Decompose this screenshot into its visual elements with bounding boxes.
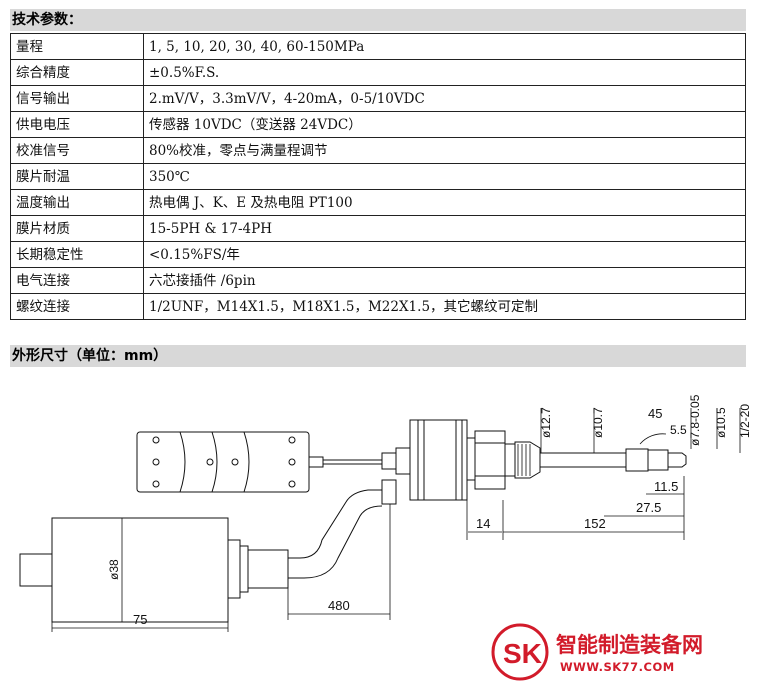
spec-value: 热电偶 J、K、E 及热电阻 PT100 [143,189,746,216]
sensor-housing [409,419,516,501]
dim-5-5: 5.5 [670,423,687,437]
spec-label: 膜片材质 [10,215,144,242]
sensor-stem [514,441,687,479]
dim-dia-7-8: ø7.8-0.05 [688,394,702,446]
spec-label: 信号输出 [10,85,144,112]
logo-mark: SK [503,638,542,669]
logo-url: WWW.SK77.COM [560,660,675,674]
sk77-logo: SK 智能制造装备网 WWW.SK77.COM [491,623,703,681]
specs-section-title: 技术参数： [10,9,746,31]
spec-row: 温度输出热电偶 J、K、E 及热电阻 PT100 [10,189,746,216]
spec-row: 供电电压传感器 10VDC（变送器 24VDC） [10,111,746,138]
spec-row: 综合精度±0.5%F.S. [10,59,746,86]
transmitter-body [19,479,397,623]
dim-thread: 1/2-20 [738,404,752,438]
dim-75: 75 [133,612,147,627]
dim-dia-10-7: ø10.7 [591,407,605,438]
spec-label: 量程 [10,33,144,60]
dim-dia-12-7: ø12.7 [539,407,553,438]
dim-27-5: 27.5 [636,500,661,515]
spec-label: 螺纹连接 [10,293,144,320]
dim-11-5: 11.5 [654,479,678,494]
logo-name: 智能制造装备网 [556,633,703,657]
spec-value: 六芯接插件 /6pin [143,267,746,294]
spec-label: 膜片耐温 [10,163,144,190]
dimensions-section-title: 外形尺寸（单位：mm） [10,345,746,367]
spec-label: 校准信号 [10,137,144,164]
dim-dia-10-5: ø10.5 [714,407,728,438]
spec-value: 传感器 10VDC（变送器 24VDC） [143,111,746,138]
spec-label: 温度输出 [10,189,144,216]
spec-row: 电气连接六芯接插件 /6pin [10,267,746,294]
spec-label: 电气连接 [10,267,144,294]
spec-value: 2.mV/V，3.3mV/V，4-20mA，0-5/10VDC [143,85,746,112]
dimension-lines [51,408,741,632]
spec-value: 1, 5, 10, 20, 30, 40, 60-150MPa [143,33,746,60]
dimension-drawing: 14 152 27.5 11.5 45 5.5 ø12.7 ø10.7 ø7.8… [19,394,752,681]
dim-angle-45: 45 [648,406,662,421]
spec-label: 供电电压 [10,111,144,138]
dim-152: 152 [584,516,606,531]
spec-label: 综合精度 [10,59,144,86]
spec-value: 15-5PH & 17-4PH [143,215,746,242]
dim-480: 480 [328,598,350,613]
spec-value: 350℃ [143,163,746,190]
connector-plug [136,431,324,493]
spec-label: 长期稳定性 [10,241,144,268]
spec-value: <0.15%FS/年 [143,241,746,268]
spec-value: ±0.5%F.S. [143,59,746,86]
spec-value: 80%校准，零点与满量程调节 [143,137,746,164]
spec-row: 长期稳定性<0.15%FS/年 [10,241,746,268]
dim-14: 14 [476,516,490,531]
dim-dia-38: ø38 [107,559,121,580]
spec-value: 1/2UNF，M14X1.5，M18X1.5，M22X1.5，其它螺纹可定制 [143,293,746,320]
